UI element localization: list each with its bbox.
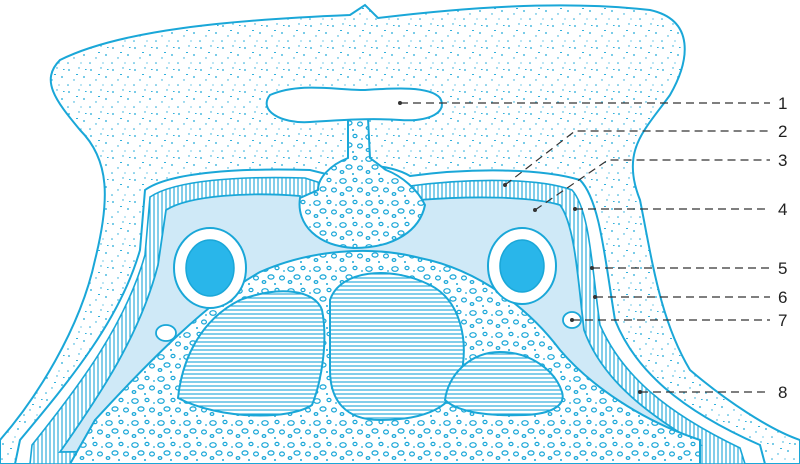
- label-4: 4: [778, 200, 787, 219]
- top-cavity: [267, 88, 442, 123]
- leader-dot-3: [533, 208, 537, 212]
- label-5: 5: [778, 259, 787, 278]
- leader-dot-4: [573, 207, 577, 211]
- label-7: 7: [778, 311, 787, 330]
- right-vessel-lumen: [500, 240, 544, 292]
- leader-dot-1: [398, 101, 402, 105]
- label-1: 1: [778, 94, 787, 113]
- leader-dot-2: [503, 183, 507, 187]
- leader-dot-8: [638, 390, 642, 394]
- center-striated-lobe: [330, 273, 464, 420]
- leader-dot-7: [570, 318, 574, 322]
- label-2: 2: [778, 122, 787, 141]
- label-6: 6: [778, 288, 787, 307]
- label-8: 8: [778, 383, 787, 402]
- small-vessel-left: [156, 325, 176, 341]
- label-3: 3: [778, 151, 787, 170]
- leader-dot-5: [590, 266, 594, 270]
- left-vessel-lumen: [186, 240, 234, 296]
- leader-dot-6: [593, 295, 597, 299]
